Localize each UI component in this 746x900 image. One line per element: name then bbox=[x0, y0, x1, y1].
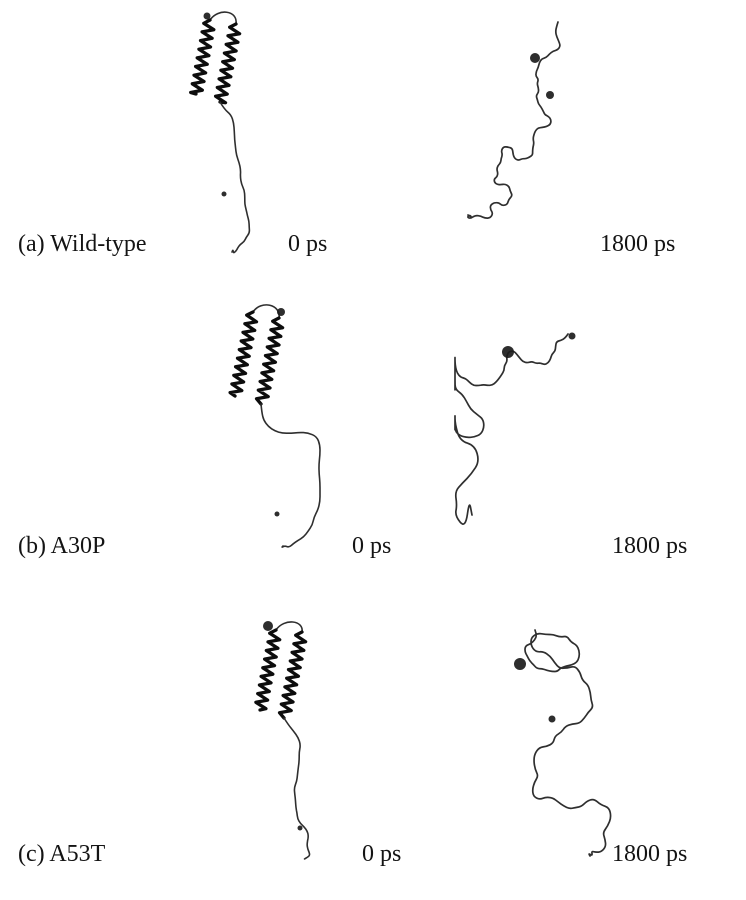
time-label-c-initial: 0 ps bbox=[362, 841, 402, 867]
time-label-a-initial: 0 ps bbox=[288, 231, 328, 257]
protein-structure-a30p-1800ps-icon bbox=[454, 332, 576, 525]
time-label-b-initial: 0 ps bbox=[352, 533, 392, 559]
panel-label-a: (a) Wild-type bbox=[18, 231, 147, 257]
time-label-b-final: 1800 ps bbox=[612, 533, 688, 559]
panel-label-c: (c) A53T bbox=[18, 841, 106, 867]
protein-structure-wildtype-1800ps-icon bbox=[467, 21, 561, 219]
protein-structure-a53t-1800ps-icon bbox=[514, 629, 612, 857]
protein-structure-a30p-0ps-icon bbox=[228, 304, 321, 548]
time-label-a-final: 1800 ps bbox=[600, 231, 676, 257]
protein-structure-a53t-0ps-icon bbox=[254, 621, 311, 860]
time-label-c-final: 1800 ps bbox=[612, 841, 688, 867]
protein-structure-wildtype-0ps-icon bbox=[189, 11, 251, 254]
panel-label-b: (b) A30P bbox=[18, 533, 106, 559]
